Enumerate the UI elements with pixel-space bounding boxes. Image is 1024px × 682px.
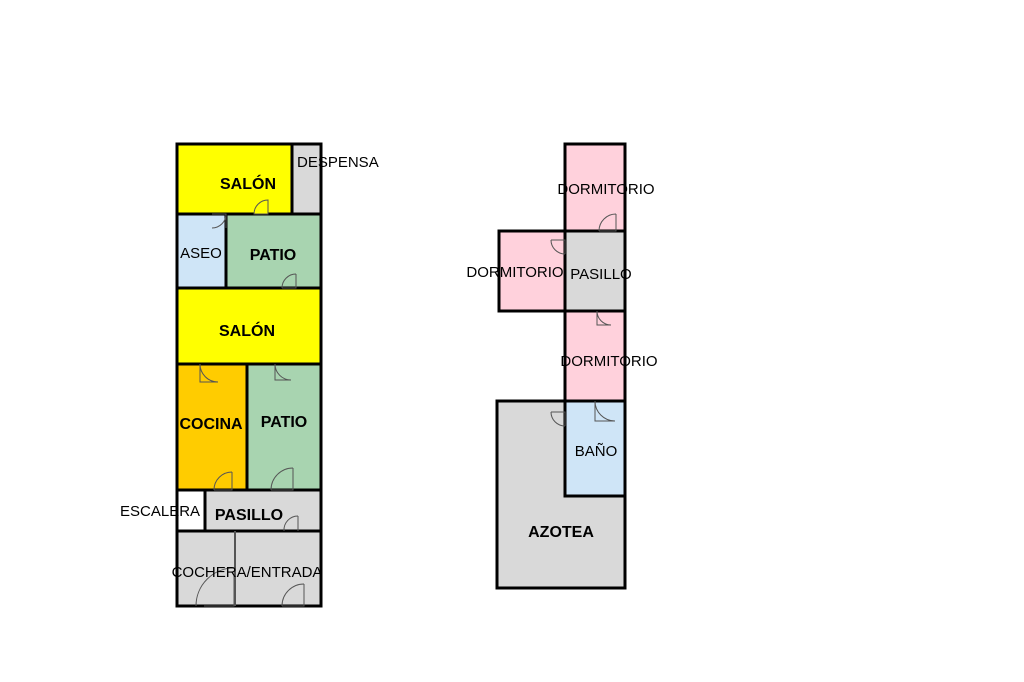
label-bano: BAÑO (575, 443, 618, 460)
label-patio-top: PATIO (250, 247, 297, 264)
door-swing-icon (199, 363, 219, 383)
label-dormitorio-left: DORMITORIO (466, 264, 563, 281)
room-cocina (175, 362, 249, 492)
door-swing-icon (283, 515, 299, 532)
door-swing-icon (550, 411, 566, 427)
door-swing-icon (270, 467, 294, 491)
door-swing-icon (211, 213, 227, 229)
room-patio-top (224, 212, 323, 290)
upper-floor-plan: DORMITORIO DORMITORIO PASILLO DORMITORIO… (466, 142, 658, 590)
door-swing-icon (274, 364, 291, 381)
ground-floor-plan: SALÓN DESPENSA ASEO PATIO SALÓN COCINA P… (120, 142, 379, 608)
label-salon-mid: SALÓN (219, 321, 275, 340)
label-salon-top: SALÓN (220, 174, 276, 193)
label-cocina: COCINA (179, 416, 243, 433)
door-swing-icon (253, 199, 269, 215)
label-dormitorio-mid: DORMITORIO (560, 353, 657, 370)
label-cochera: COCHERA/ENTRADA (172, 564, 323, 581)
door-swing-icon (551, 239, 566, 254)
door-swing-icon (274, 363, 292, 381)
room-dormitorio-top (563, 142, 627, 233)
door-swing-icon (599, 214, 617, 232)
label-patio-bottom: PATIO (261, 414, 308, 431)
door-swing-icon (281, 583, 305, 607)
door-swing-icon (204, 576, 235, 607)
door-swing-icon (271, 468, 294, 491)
door-swing-icon (282, 584, 305, 607)
label-despensa: DESPENSA (297, 154, 379, 171)
door-swing-icon (594, 400, 616, 422)
label-azotea: AZOTEA (528, 524, 594, 541)
room-dormitorio-mid (563, 309, 627, 403)
label-escalera: ESCALERA (120, 503, 200, 520)
room-pasillo-upper (563, 229, 627, 313)
door-swing-icon (550, 239, 566, 255)
room-escalera (175, 488, 207, 533)
label-pasillo-ground: PASILLO (215, 507, 283, 524)
door-swing-icon (551, 411, 566, 426)
door-swing-icon (213, 471, 233, 491)
door-swing-icon (195, 567, 235, 607)
label-pasillo-upper: PASILLO (570, 266, 631, 283)
door-swing-icon (594, 401, 615, 422)
label-dormitorio-top: DORMITORIO (557, 181, 654, 198)
room-salon-top (175, 142, 294, 216)
door-swing-icon (596, 311, 611, 326)
label-aseo: ASEO (180, 245, 222, 262)
room-cochera (175, 529, 323, 608)
door-swing-icon (282, 274, 297, 289)
door-swing-icon (598, 213, 617, 232)
door-swing-icon (214, 472, 233, 491)
door-swing-icon (199, 364, 218, 383)
door-swing-icon (596, 310, 612, 326)
door-swing-icon (281, 273, 297, 289)
